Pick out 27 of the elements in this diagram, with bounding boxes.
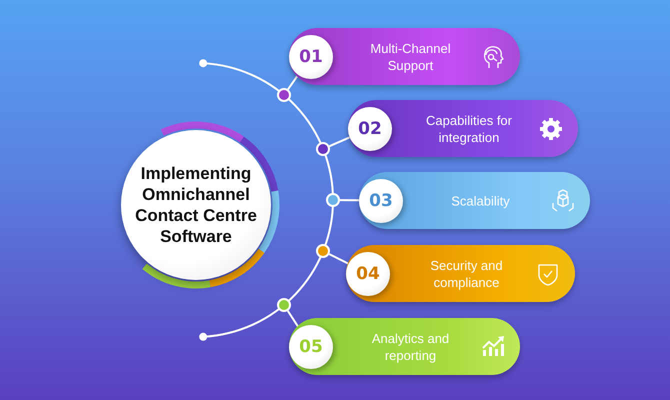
connector-dot <box>316 142 330 156</box>
connector-dot <box>277 88 292 102</box>
feature-pill <box>359 172 590 229</box>
feature-pill <box>348 100 578 157</box>
connector-dot <box>326 193 340 207</box>
feature-label: Security and compliance <box>429 256 504 290</box>
feature-pill <box>289 28 520 85</box>
number-badge: 02 <box>348 106 392 150</box>
connector-line <box>340 199 360 202</box>
feature-pill <box>346 245 575 302</box>
feature-label: Analytics and reporting <box>370 330 450 364</box>
connector-line <box>329 136 350 148</box>
connector-dot <box>316 244 330 258</box>
connector-dot <box>277 298 292 312</box>
feature-pill <box>289 318 520 375</box>
connector-line <box>286 310 300 329</box>
number-badge: 05 <box>289 324 333 368</box>
feature-label: Capabilities for integration <box>425 112 513 146</box>
connector-line <box>328 253 349 265</box>
number-badge: 04 <box>346 252 390 296</box>
central-title: Implementing Omnichannel Contact Centre Software <box>134 163 258 247</box>
feature-label: Scalability <box>450 192 511 209</box>
central-circle <box>121 130 271 280</box>
number-badge: 01 <box>289 34 333 78</box>
feature-label: Multi-Channel Support <box>369 40 452 74</box>
connector-line <box>287 74 300 90</box>
number-badge: 03 <box>359 178 403 222</box>
